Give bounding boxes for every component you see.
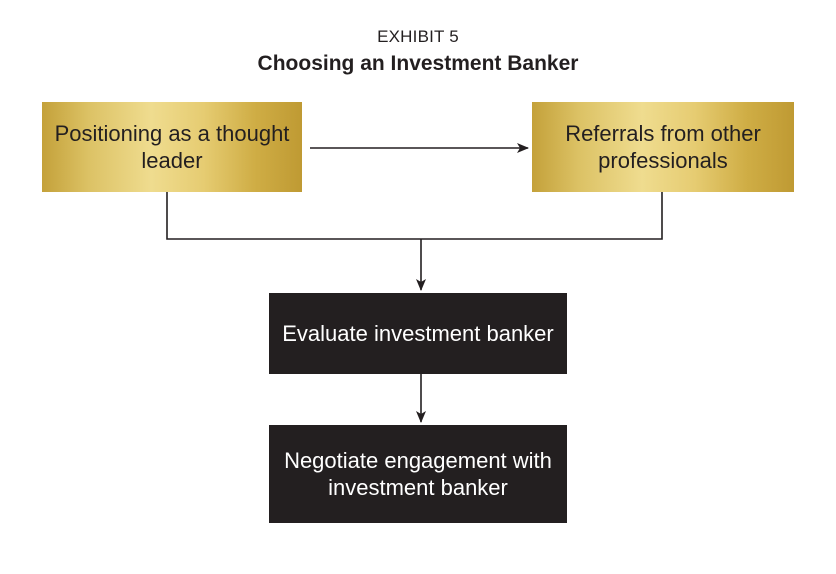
node-negotiate-engagement: Negotiate engagement with investment ban… <box>269 425 567 523</box>
node-negotiate-label: Negotiate engagement with investment ban… <box>284 448 552 500</box>
node-referrals-label: Referrals from other professionals <box>565 121 761 173</box>
node-positioning-label: Positioning as a thought leader <box>54 121 290 173</box>
exhibit-title: Choosing an Investment Banker <box>257 52 579 75</box>
node-evaluate-label: Evaluate investment banker <box>282 321 554 346</box>
node-referrals-other-professionals: Referrals from other professionals <box>532 102 794 192</box>
node-positioning-thought-leader: Positioning as a thought leader <box>42 102 302 192</box>
connector-merge-line <box>166 192 663 240</box>
node-evaluate-investment-banker: Evaluate investment banker <box>269 293 567 374</box>
exhibit-label: EXHIBIT 5 <box>377 27 459 46</box>
